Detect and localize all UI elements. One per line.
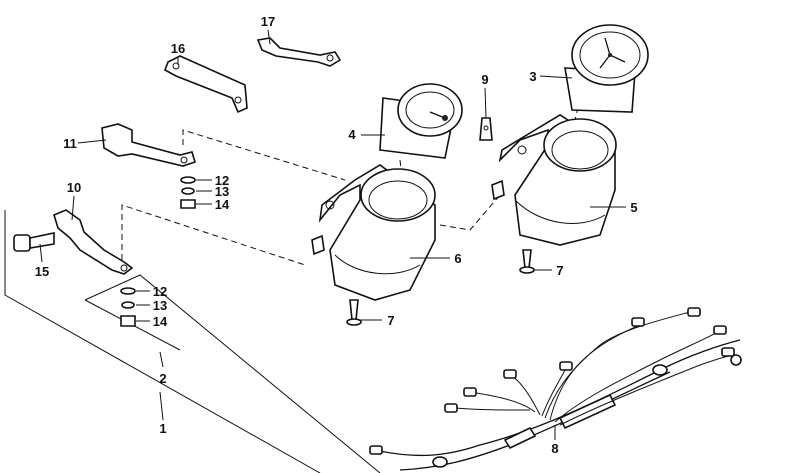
callout-4: 4 — [348, 127, 356, 142]
callout-15: 15 — [35, 264, 49, 279]
callout-7-upper: 7 — [556, 263, 563, 278]
callout-9: 9 — [481, 72, 488, 87]
bolt-15 — [13, 232, 55, 252]
callout-11: 11 — [63, 136, 77, 151]
callout-16: 16 — [171, 41, 185, 56]
hardware-stack-upper — [180, 176, 196, 209]
bracket-16 — [164, 55, 248, 114]
callout-1: 1 — [159, 421, 166, 436]
leader-lines — [39, 29, 626, 440]
callout-14-lower: 14 — [153, 314, 168, 329]
callout-10: 10 — [67, 180, 81, 195]
callout-7-lower: 7 — [387, 313, 394, 328]
callout-2: 2 — [159, 371, 166, 386]
bulb-9 — [479, 117, 493, 141]
callout-14-upper: 14 — [215, 197, 230, 212]
callout-13-upper: 13 — [215, 184, 229, 199]
housing-5 — [491, 114, 617, 246]
bracket-10 — [53, 209, 134, 275]
hardware-stack-lower — [120, 287, 136, 327]
callout-3: 3 — [529, 69, 536, 84]
screw-7-lower — [346, 299, 362, 326]
clock-3 — [564, 24, 649, 113]
wiring-harness-8 — [369, 307, 742, 471]
screw-7-upper — [519, 249, 535, 274]
bracket-11 — [101, 123, 196, 167]
callout-12-lower: 12 — [153, 284, 167, 299]
gauge-4 — [379, 83, 463, 159]
housing-6 — [311, 164, 436, 301]
callout-13-lower: 13 — [153, 298, 167, 313]
callout-17: 17 — [261, 14, 275, 29]
callout-6: 6 — [454, 251, 461, 266]
strap-17 — [256, 37, 342, 67]
callout-5: 5 — [630, 200, 637, 215]
callout-8: 8 — [551, 441, 558, 456]
callout-labels: 1 2 3 4 5 6 7 7 8 9 10 11 12 12 13 13 14… — [35, 14, 638, 456]
callout-12-upper: 12 — [215, 173, 229, 188]
